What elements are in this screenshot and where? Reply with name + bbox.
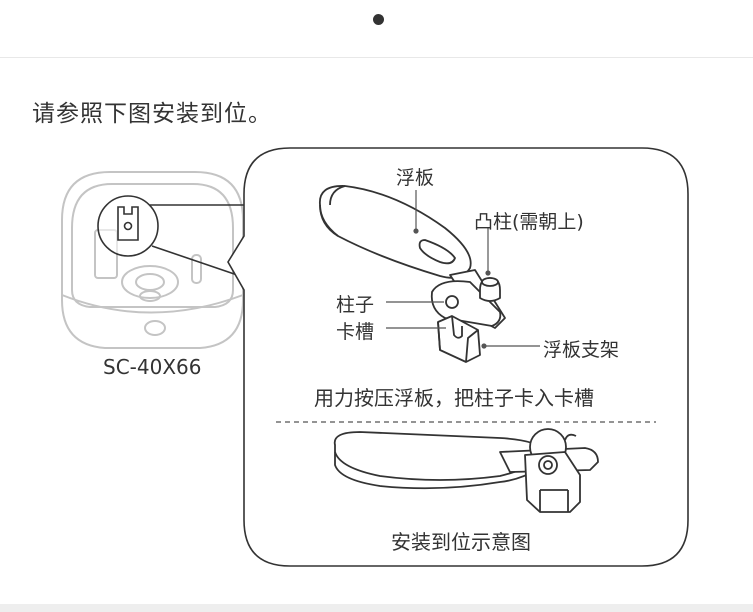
instruction-text: 请参照下图安装到位。: [32, 101, 272, 127]
float-bracket-drawing: [437, 315, 481, 363]
bottom-divider-bar: [0, 604, 753, 612]
installed-result-drawing: [333, 428, 599, 513]
result-caption: 安装到位示意图: [391, 530, 531, 554]
humidifier-overview-illustration: [61, 171, 244, 349]
float-bracket-label: 浮板支架: [543, 339, 620, 361]
callout-leader-lines: [386, 190, 540, 349]
pager-dot-icon[interactable]: [373, 14, 384, 25]
magnifier-callout: [97, 195, 247, 279]
float-plate-label: 浮板: [396, 167, 435, 189]
slot-label: 卡槽: [336, 321, 375, 343]
step-instruction-text: 用力按压浮板，把柱子卡入卡槽: [314, 386, 594, 410]
float-plate-drawing: [319, 185, 506, 329]
model-label: SC-40X66: [103, 355, 202, 379]
top-divider: [0, 57, 753, 58]
boss-post-label: 凸柱(需朝上): [474, 211, 584, 233]
post-label: 柱子: [336, 294, 375, 316]
